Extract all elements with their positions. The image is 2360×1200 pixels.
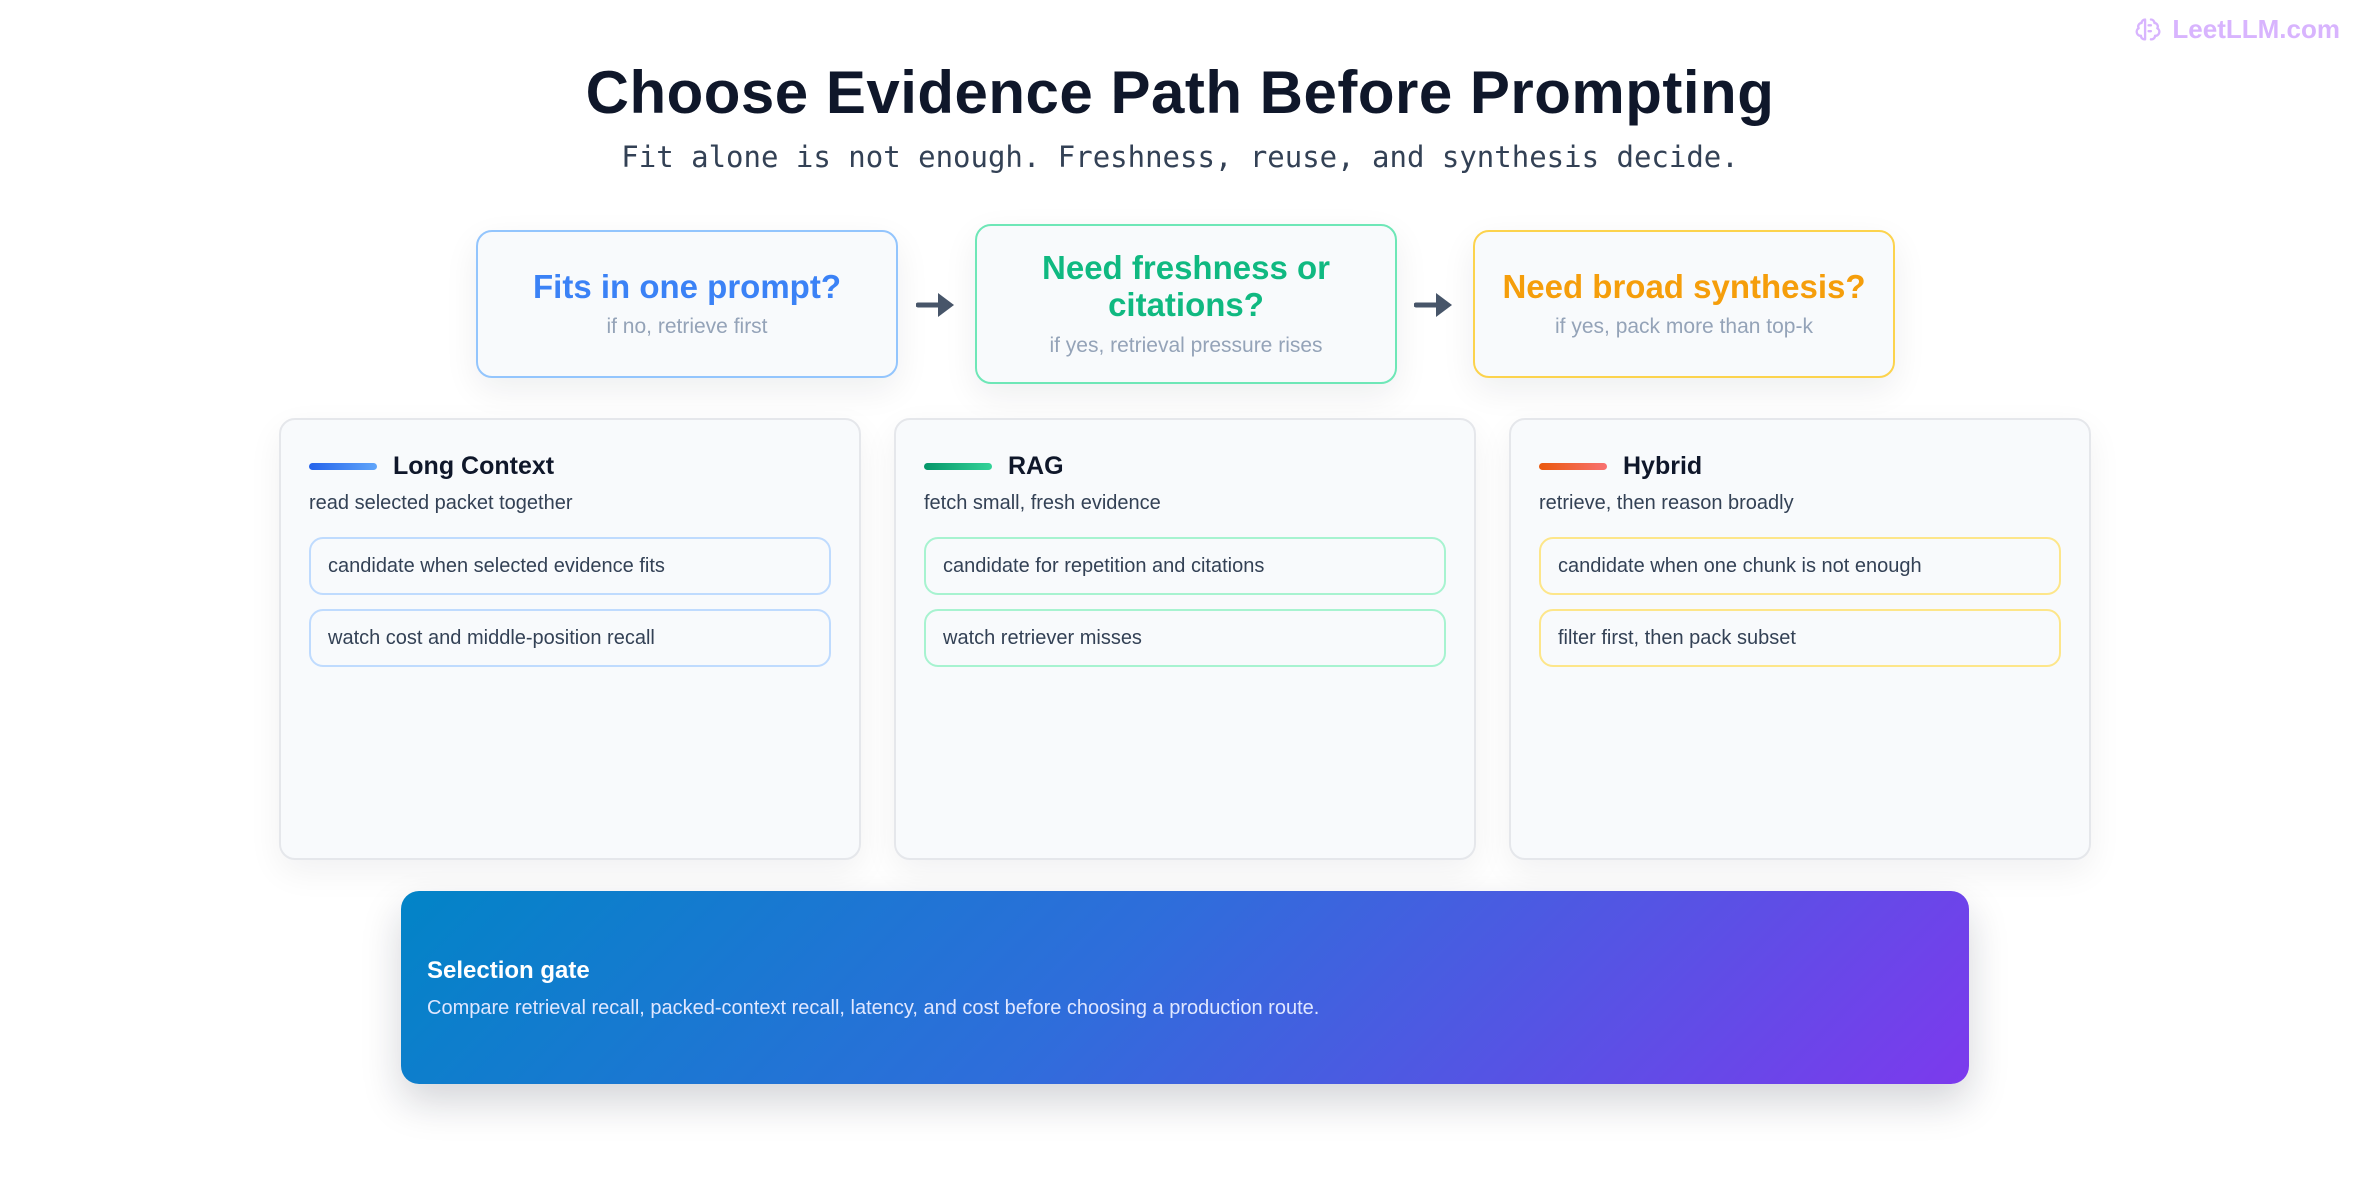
- card-point: filter first, then pack subset: [1539, 609, 2061, 667]
- card-point: watch cost and middle-position recall: [309, 609, 831, 667]
- brain-icon: [2135, 17, 2161, 40]
- card-point: candidate when one chunk is not enough: [1539, 537, 2061, 595]
- decision-question: Need freshness or citations?: [1042, 249, 1330, 323]
- selection-gate-panel: Selection gate Compare retrieval recall,…: [401, 891, 1969, 1084]
- decision-hint: if yes, pack more than top-k: [1555, 315, 1813, 339]
- card-point: candidate when selected evidence fits: [309, 537, 831, 595]
- arrow-right-icon: [1414, 293, 1452, 317]
- decision-question: Fits in one prompt?: [533, 267, 841, 305]
- card-title: RAG: [1008, 451, 1064, 480]
- option-card-rag: RAG fetch small, fresh evidence candidat…: [894, 418, 1476, 860]
- option-card-hybrid: Hybrid retrieve, then reason broadly can…: [1509, 418, 2091, 860]
- decision-broad-synthesis: Need broad synthesis? if yes, pack more …: [1473, 230, 1895, 378]
- accent-bar: [309, 462, 377, 470]
- watermark-text: LeetLLM.com: [2172, 14, 2340, 44]
- card-description: read selected packet together: [309, 492, 573, 514]
- option-card-long-context: Long Context read selected packet togeth…: [279, 418, 861, 860]
- accent-bar: [1539, 462, 1607, 470]
- gate-text: Compare retrieval recall, packed-context…: [427, 997, 1320, 1019]
- card-description: retrieve, then reason broadly: [1539, 492, 1794, 514]
- card-title: Long Context: [393, 451, 555, 480]
- watermark: LeetLLM.com: [2134, 14, 2340, 45]
- decision-question: Need broad synthesis?: [1502, 267, 1866, 305]
- page-title: Choose Evidence Path Before Prompting: [585, 59, 1775, 126]
- arrow-right-icon: [916, 293, 954, 317]
- decision-hint: if no, retrieve first: [606, 315, 768, 339]
- card-header: RAG: [924, 448, 1446, 484]
- decision-hint: if yes, retrieval pressure rises: [1049, 333, 1323, 357]
- card-description: fetch small, fresh evidence: [924, 492, 1161, 514]
- accent-bar: [924, 462, 992, 470]
- card-point: watch retriever misses: [924, 609, 1446, 667]
- page-subtitle: Fit alone is not enough. Freshness, reus…: [621, 140, 1739, 174]
- card-header: Long Context: [309, 448, 831, 484]
- card-title: Hybrid: [1623, 451, 1703, 480]
- card-point: candidate for repetition and citations: [924, 537, 1446, 595]
- decision-freshness-citations: Need freshness or citations? if yes, ret…: [975, 224, 1397, 384]
- decision-fits-in-prompt: Fits in one prompt? if no, retrieve firs…: [476, 230, 898, 378]
- gate-title: Selection gate: [427, 957, 590, 984]
- card-header: Hybrid: [1539, 448, 2061, 484]
